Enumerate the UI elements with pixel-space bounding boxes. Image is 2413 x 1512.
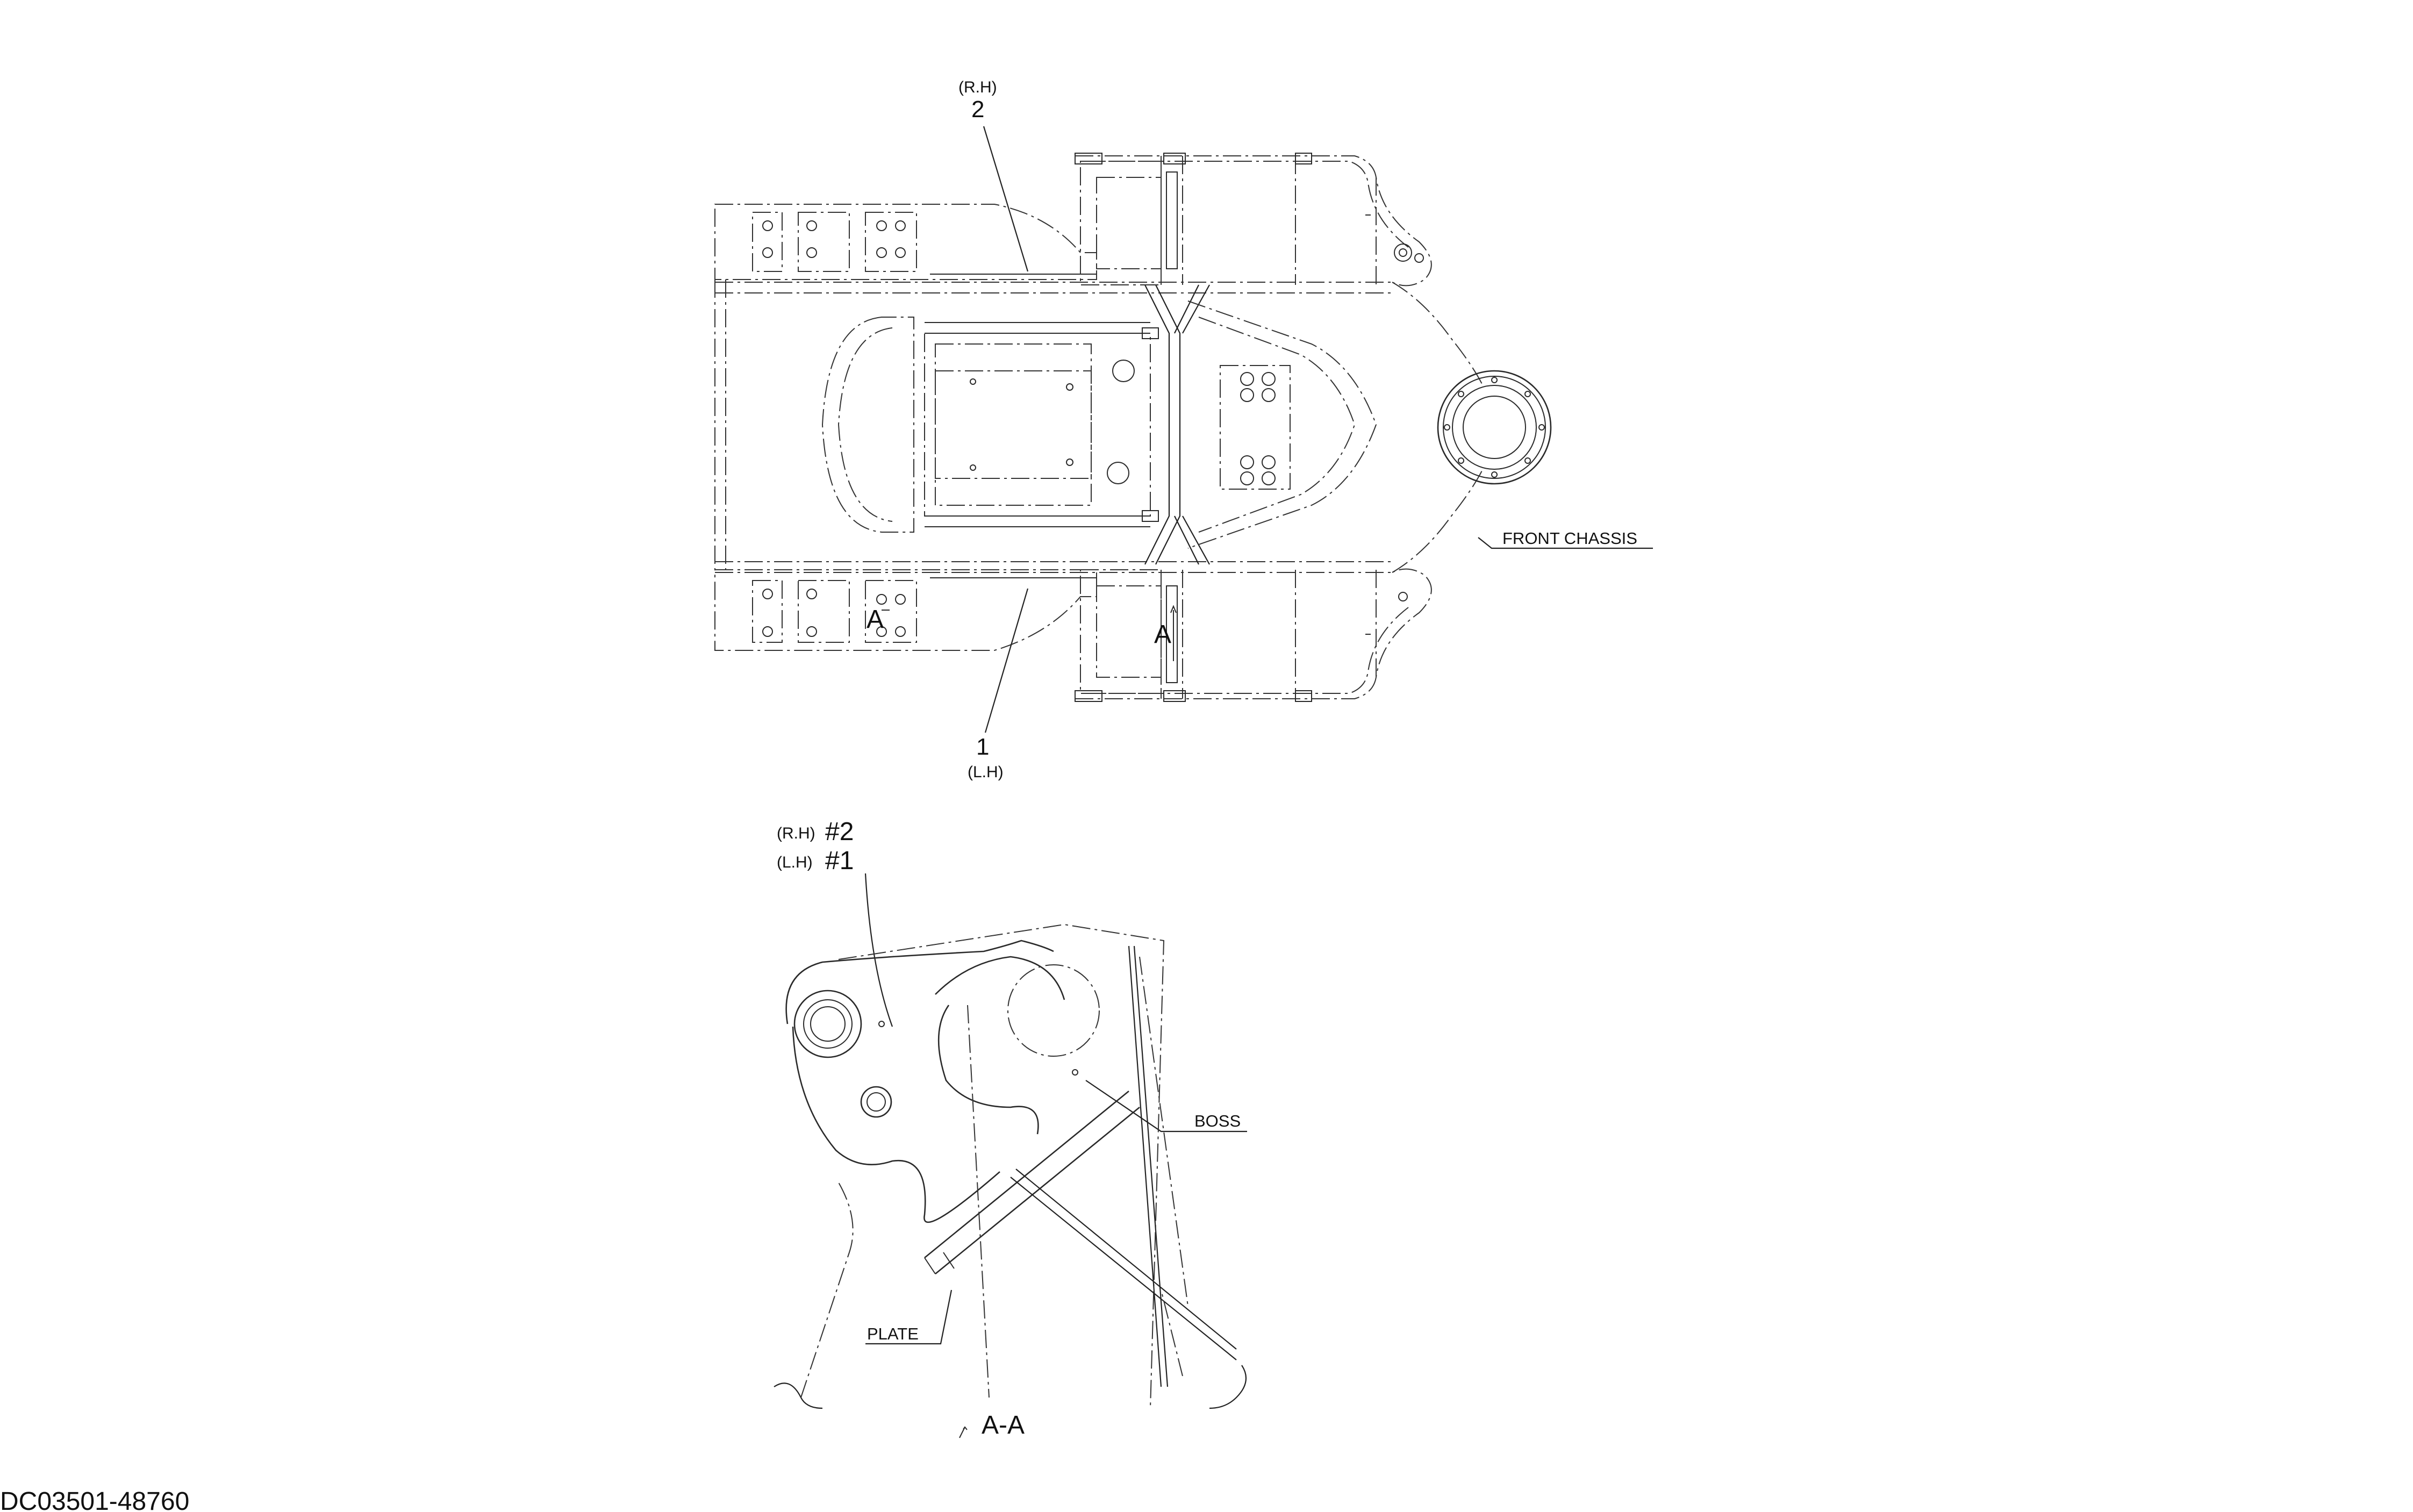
section-mark-right: A (1154, 620, 1171, 649)
part2-side-label: (R.H) (958, 78, 997, 96)
leader-lines (864, 126, 1653, 1345)
part2-number-label: 2 (971, 96, 984, 123)
labels: (R.H) 2 1 (L.H) FRONT CHASSIS A A (R.H) … (0, 78, 1637, 1512)
chassis-top-view (714, 153, 1552, 702)
lh-callout-number-label: #1 (825, 847, 854, 875)
part1-number-label: 1 (976, 734, 989, 760)
section-mark-left: A (867, 605, 884, 634)
rh-callout-number-label: #2 (825, 818, 854, 846)
drawing-number-label: DC03501-48760 (0, 1487, 189, 1512)
plate-label: PLATE (867, 1324, 919, 1343)
part1-side-label: (L.H) (968, 763, 1004, 781)
front-chassis-label: FRONT CHASSIS (1502, 529, 1637, 548)
lh-callout-side-label: (L.H) (777, 854, 813, 871)
section-a-a-view (774, 923, 1247, 1438)
section-title-label: A-A (982, 1411, 1025, 1439)
boss-label: BOSS (1194, 1112, 1241, 1130)
rh-callout-side-label: (R.H) (777, 825, 815, 842)
